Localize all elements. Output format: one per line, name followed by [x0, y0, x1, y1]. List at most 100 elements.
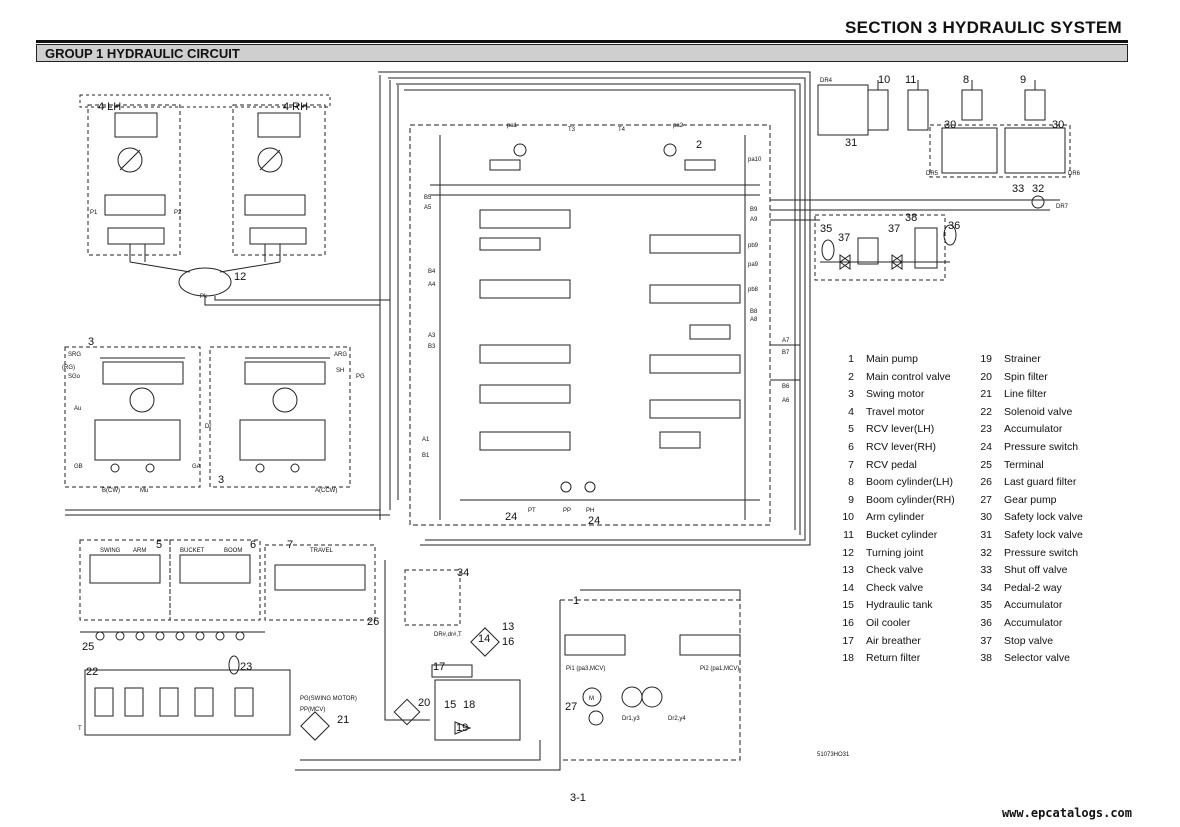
legend-number: 14	[842, 581, 854, 594]
port-p1: P1	[90, 210, 98, 216]
callout-travel-rh: 4 RH	[283, 101, 308, 113]
legend-label: Strainer	[1004, 353, 1041, 365]
legend-number: 25	[980, 458, 992, 471]
legend-number: 32	[980, 546, 992, 559]
legend-number: 18	[842, 652, 854, 665]
legend-number: 12	[842, 546, 854, 559]
callout-return-filter: 18	[463, 699, 475, 711]
port-t3: T3	[568, 127, 576, 133]
cylinder-10	[907, 80, 929, 131]
port-t: T	[78, 726, 82, 732]
port-b9: B9	[750, 207, 758, 213]
label-swing: SWING	[100, 548, 121, 554]
legend-label: Check valve	[866, 564, 924, 577]
legend-label: Accumulator	[1004, 617, 1063, 629]
callout-cooler: 16	[502, 636, 514, 648]
port-a1: A1	[422, 437, 430, 443]
port-dr1: Dr1,y3	[622, 716, 640, 722]
legend-number: 36	[980, 617, 992, 629]
label-bucket: BUCKET	[180, 548, 205, 554]
port-au: Au	[74, 406, 81, 412]
callout-travel-lh: 4 LH	[98, 101, 121, 113]
legend-number: 9	[848, 493, 854, 506]
solenoid-valve-block	[84, 669, 291, 736]
legend-label: Pressure switch	[1004, 441, 1079, 453]
callout-lock-l: 30	[944, 119, 956, 131]
hydraulic-tank	[434, 679, 521, 741]
legend-label: Solenoid valve	[1004, 405, 1073, 418]
port-ga: GA	[192, 464, 201, 470]
group-title: GROUP 1 HYDRAULIC CIRCUIT	[45, 46, 240, 61]
legend-label: Terminal	[1004, 458, 1044, 471]
callout-pswitch-32: 32	[1032, 183, 1044, 195]
main-control-valve	[409, 124, 771, 526]
drawing-code: 51073HO31	[817, 752, 850, 758]
port-a7: A7	[782, 338, 790, 344]
port-gb: GB	[74, 464, 83, 470]
legend-label: Arm cylinder	[866, 511, 925, 524]
callout-acc-25: 25	[82, 641, 94, 653]
legend-label: Return filter	[866, 652, 921, 665]
cylinder-9	[1024, 80, 1046, 121]
legend-number: 27	[980, 493, 992, 506]
callout-check-13: 13	[502, 621, 514, 633]
legend-label: RCV pedal	[866, 458, 917, 471]
port-mu: Mu	[140, 488, 148, 494]
port-b7: B7	[782, 350, 790, 356]
port-b1: B1	[422, 453, 430, 459]
legend-number: 26	[980, 476, 992, 489]
port-a9: A9	[750, 217, 758, 223]
legend-label: Bucket cylinder	[866, 529, 938, 541]
port-t4: T4	[618, 127, 626, 133]
callout-pedal-2way: 34	[457, 567, 469, 579]
legend-label: Safety lock valve	[1004, 511, 1083, 524]
callout-arm: 10	[878, 74, 890, 86]
callout-boom-a: 8	[963, 74, 969, 86]
callout-swing-b: 3	[218, 474, 224, 486]
group-title-bar: GROUP 1 HYDRAULIC CIRCUIT	[36, 44, 1128, 62]
legend-number: 38	[980, 652, 992, 665]
label-travel: TRAVEL	[310, 548, 334, 554]
legend-number: 4	[848, 405, 854, 418]
callout-acc-23: 23	[240, 661, 252, 673]
port-pi1: Pi1 (pa3,MCV)	[566, 666, 605, 672]
legend-number: 23	[980, 423, 992, 436]
callout-stop-37a: 37	[838, 232, 850, 244]
callout-pswitch-24a: 24	[505, 511, 517, 523]
callout-gear-pump: 27	[565, 701, 577, 713]
callout-turning-joint: 12	[234, 271, 246, 283]
callout-rcv-pedal: 7	[287, 539, 293, 551]
port-m: M	[589, 696, 594, 702]
legend-number: 10	[842, 511, 854, 524]
legend-label: Air breather	[866, 634, 921, 647]
port-pg: PG	[356, 374, 365, 380]
legend-number: 22	[980, 405, 992, 418]
legend-number: 1	[848, 353, 854, 365]
port-b5: B5	[424, 195, 432, 201]
legend-label: Boom cylinder(RH)	[866, 493, 955, 506]
callout-acc-35: 35	[820, 223, 832, 235]
section-title: SECTION 3 HYDRAULIC SYSTEM	[845, 18, 1122, 37]
legend-label: Selector valve	[1004, 652, 1070, 665]
callout-terminal-26: 26	[367, 616, 379, 628]
main-pump-assembly	[559, 599, 741, 761]
port-dr4: DR4	[820, 78, 833, 84]
callout-rcv-lh: 5	[156, 539, 162, 551]
port-pp-mcv: PP(MCV)	[300, 707, 325, 713]
port-srg: SRG	[68, 352, 81, 358]
legend-number: 5	[848, 423, 854, 436]
legend-label: Gear pump	[1004, 493, 1057, 506]
legend-number: 15	[842, 599, 854, 612]
callout-solenoid-22: 22	[86, 666, 98, 678]
callout-stop-37b: 37	[888, 223, 900, 235]
callout-breather: 17	[433, 661, 445, 673]
port-b6: B6	[782, 384, 790, 390]
port-dr7: DR7	[1056, 204, 1069, 210]
port-b3: B3	[428, 344, 436, 350]
cylinder-8	[961, 80, 983, 121]
legend-label: Boom cylinder(LH)	[866, 476, 953, 489]
callout-main-pump: 1	[573, 595, 579, 607]
legend-number: 24	[980, 441, 992, 453]
port-pb8: pb8	[748, 287, 759, 293]
callout-shutoff: 33	[1012, 183, 1024, 195]
